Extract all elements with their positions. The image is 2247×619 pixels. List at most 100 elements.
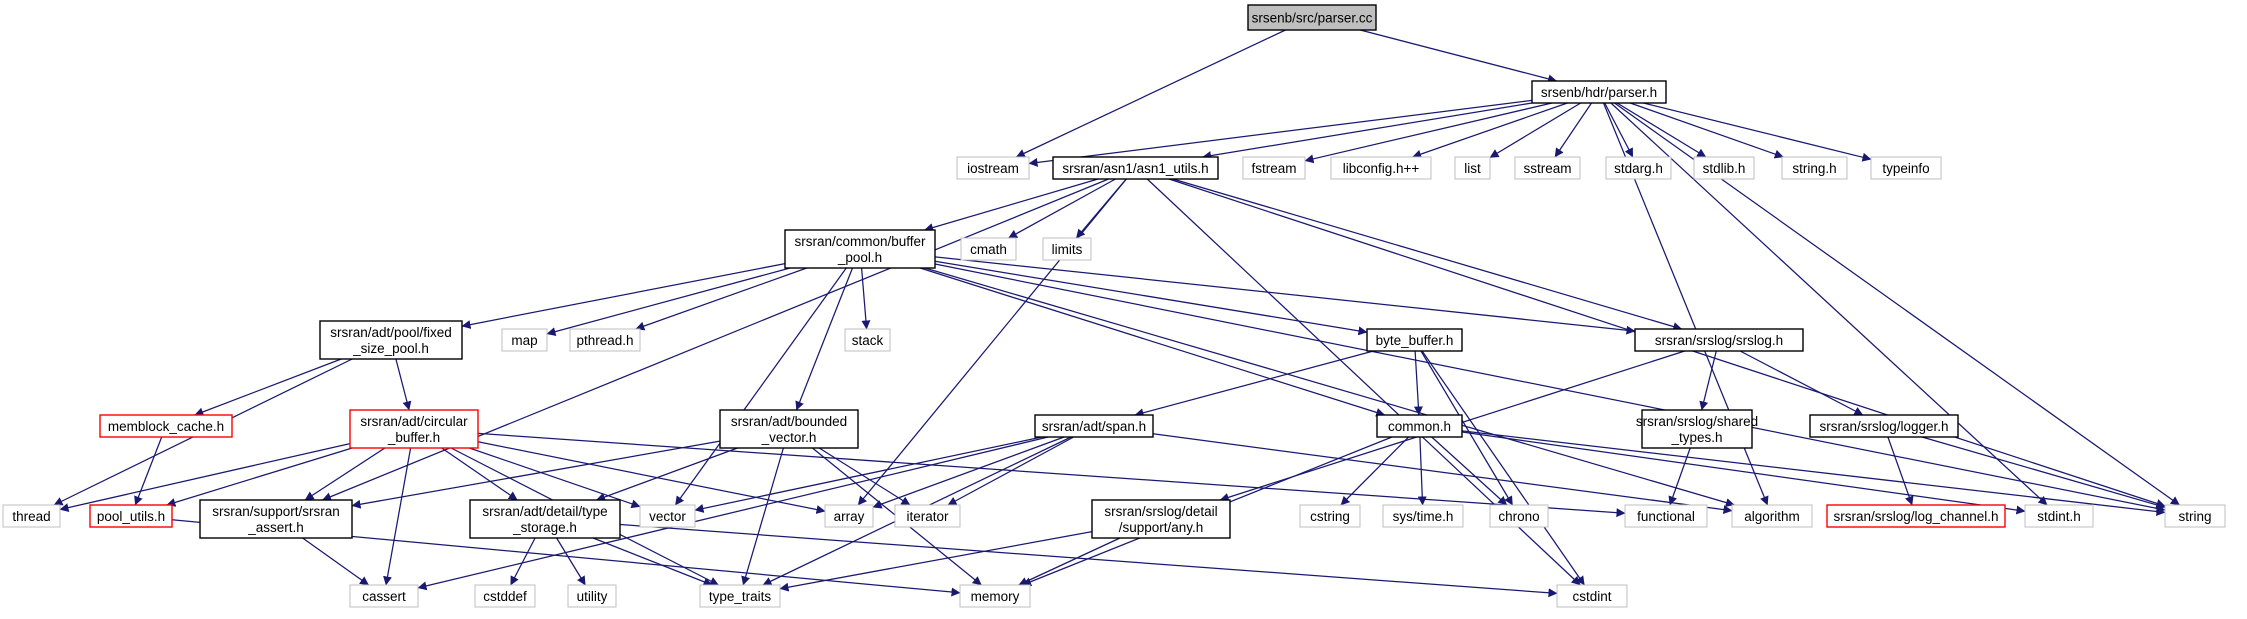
edge-logger-to-string — [1921, 436, 2166, 510]
node-label: srsran/srslog/log_channel.h — [1833, 509, 1998, 524]
node-stdarg: stdarg.h — [1605, 156, 1672, 180]
node-label: srsran/srslog/detail — [1104, 504, 1217, 519]
node-pool-utils[interactable]: pool_utils.h — [89, 504, 173, 528]
node-label: srsran/srslog/srslog.h — [1655, 333, 1783, 348]
edge-span-to-cassert — [417, 436, 1049, 591]
edge-circular-to-functional — [477, 432, 1626, 518]
node-parser-h[interactable]: srsenb/hdr/parser.h — [1531, 80, 1667, 104]
node-asn1-utils[interactable]: srsran/asn1/asn1_utils.h — [1052, 156, 1219, 180]
node-label: iterator — [906, 509, 949, 524]
node-box — [699, 584, 781, 608]
edge-span-to-algorithm — [1152, 433, 1733, 515]
node-box — [501, 328, 548, 352]
node-bounded[interactable]: srsran/adt/bounded_vector.h — [719, 409, 859, 449]
edge-bounded-to-iterator — [818, 447, 911, 506]
node-cassert: cassert — [349, 584, 419, 608]
node-array: array — [824, 504, 874, 528]
edge-parser_h-to-sstream — [1554, 102, 1593, 158]
node-memblock[interactable]: memblock_cache.h — [99, 414, 233, 438]
node-label: stdlib.h — [1703, 161, 1746, 176]
edge-circular-to-pool_utils — [166, 447, 353, 507]
edge-type_storage-to-utility — [556, 537, 586, 586]
edge-parser_h-to-stdlib — [1616, 102, 1707, 158]
node-box — [1489, 504, 1549, 528]
node-span[interactable]: srsran/adt/span.h — [1034, 414, 1154, 438]
header-nodes: srsenb/src/parser.cc srsenb/hdr/parser.h i… — [2, 4, 2226, 608]
node-box — [2, 504, 61, 528]
node-chrono: chrono — [1489, 504, 1549, 528]
node-box — [1091, 499, 1231, 539]
node-box — [1034, 414, 1154, 438]
edge-byte_buffer-to-common_h — [1413, 350, 1423, 416]
edge-asn1_utils-to-srslog — [1172, 178, 1683, 331]
node-label: array — [834, 509, 865, 524]
edge-shared_types-to-functional — [1668, 447, 1691, 506]
node-label: srsran/srslog/logger.h — [1819, 419, 1948, 434]
node-common-h[interactable]: common.h — [1376, 414, 1463, 438]
node-label: _assert.h — [247, 520, 304, 535]
node-type-traits: type_traits — [699, 584, 781, 608]
edge-buffer_pool-to-common_h — [919, 267, 1386, 417]
node-label: libconfig.h++ — [1343, 161, 1420, 176]
node-shared-types[interactable]: srsran/srslog/shared_types.h — [1636, 409, 1758, 449]
node-box — [1826, 504, 2006, 528]
node-box — [2024, 504, 2094, 528]
node-srslog[interactable]: srsran/srslog/srslog.h — [1634, 328, 1804, 352]
node-log-channel[interactable]: srsran/srslog/log_channel.h — [1826, 504, 2006, 528]
node-detail-any[interactable]: srsran/srslog/detail/support/any.h — [1091, 499, 1231, 539]
node-logger[interactable]: srsran/srslog/logger.h — [1809, 414, 1959, 438]
node-label: functional — [1637, 509, 1695, 524]
node-label: byte_buffer.h — [1376, 333, 1454, 348]
node-label: srsran/support/srsran — [212, 504, 340, 519]
node-box — [1641, 409, 1753, 449]
node-limits: limits — [1042, 237, 1092, 261]
edge-bounded-to-srsran_assert — [351, 440, 721, 509]
node-stdint: stdint.h — [2024, 504, 2094, 528]
node-srsran-assert[interactable]: srsran/support/srsran_assert.h — [199, 499, 353, 539]
edge-parser_h-to-asn1_utils — [1202, 102, 1533, 161]
node-box — [99, 414, 233, 438]
node-circular[interactable]: srsran/adt/circular_buffer.h — [349, 409, 479, 449]
node-label: _buffer.h — [387, 430, 440, 445]
node-iostream: iostream — [956, 156, 1030, 180]
edge-span-to-array — [872, 436, 1065, 509]
node-buffer-pool[interactable]: srsran/common/buffer_pool.h — [784, 229, 936, 269]
edge-parser_h-to-stdint — [1610, 102, 2048, 506]
node-box — [1330, 156, 1432, 180]
node-label: _vector.h — [761, 430, 817, 445]
edge-circular-to-array — [477, 441, 826, 514]
edge-common_h-to-string — [1461, 430, 2166, 516]
edge-type_storage-to-type_traits — [592, 537, 713, 587]
node-label: _storage.h — [512, 520, 577, 535]
node-box — [956, 156, 1030, 180]
edge-srsran_assert-to-cassert — [302, 537, 369, 586]
node-box — [784, 229, 936, 269]
node-box — [1366, 328, 1463, 352]
node-cstdint: cstdint — [1556, 584, 1628, 608]
node-box — [89, 504, 173, 528]
node-label: srsenb/src/parser.cc — [1252, 11, 1373, 26]
node-label: chrono — [1498, 509, 1539, 524]
node-label: srsran/common/buffer — [794, 234, 926, 249]
edge-srslog-to-logger — [1739, 350, 1864, 416]
node-byte-buffer[interactable]: byte_buffer.h — [1366, 328, 1463, 352]
node-label: cmath — [970, 242, 1007, 257]
edge-buffer_pool-to-fixed_pool — [461, 262, 786, 329]
node-label: fstream — [1251, 161, 1296, 176]
node-label: srsran/adt/detail/type — [482, 504, 607, 519]
edge-span-to-vector — [694, 436, 1043, 513]
edge-circular-to-vector — [469, 447, 641, 509]
node-box — [894, 504, 961, 528]
edge-circular-to-cassert — [383, 447, 412, 586]
node-box — [1870, 156, 1942, 180]
node-memory: memory — [959, 584, 1031, 608]
node-box — [1634, 328, 1804, 352]
node-label: cassert — [362, 589, 406, 604]
node-fixed-pool[interactable]: srsran/adt/pool/fixed_size_pool.h — [319, 320, 463, 360]
node-label: srsran/adt/circular — [360, 414, 468, 429]
node-type-storage[interactable]: srsran/adt/detail/type_storage.h — [469, 499, 621, 539]
node-label: memblock_cache.h — [108, 419, 224, 434]
node-string-h: string.h — [1781, 156, 1848, 180]
node-box — [1042, 237, 1092, 261]
node-root[interactable]: srsenb/src/parser.cc — [1247, 4, 1377, 31]
